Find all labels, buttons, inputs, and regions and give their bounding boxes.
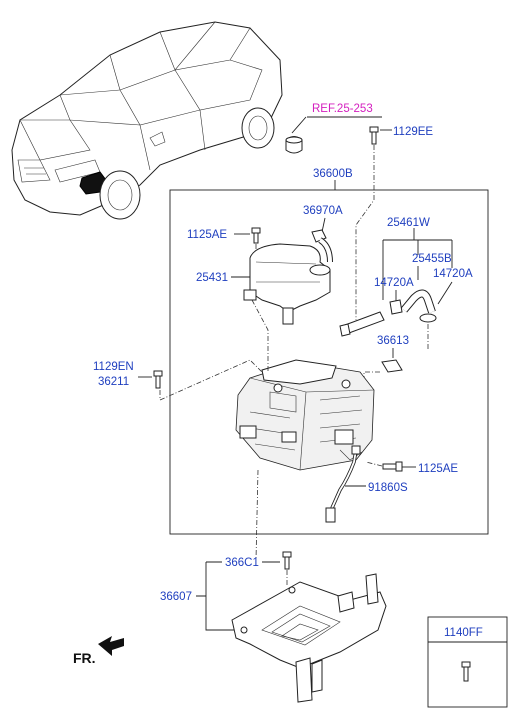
mounting-tray-36607	[231, 573, 387, 703]
hose-25455B	[400, 289, 436, 314]
label-1129EN[interactable]: 1129EN	[93, 361, 134, 373]
bolt-1125AE-top	[251, 227, 261, 244]
label-91860S[interactable]: 91860S	[368, 482, 408, 494]
coolant-reservoir-25431	[243, 243, 331, 325]
hose-36970A	[311, 229, 333, 263]
bolt-1129EN	[153, 370, 163, 389]
vehicle-illustration	[11, 21, 283, 220]
bolt-1129EE	[369, 126, 379, 145]
label-36607[interactable]: 36607	[160, 591, 192, 603]
label-36600B[interactable]: 36600B	[313, 168, 353, 180]
label-14720A-2[interactable]: 14720A	[433, 268, 473, 280]
bolt-1125AE-bottom	[382, 461, 403, 472]
bracket-36613	[381, 359, 403, 373]
label-1129EE[interactable]: 1129EE	[393, 126, 433, 138]
ref-label[interactable]: REF.25-253	[312, 103, 373, 115]
label-36613[interactable]: 36613	[377, 335, 409, 347]
label-14720A-1[interactable]: 14720A	[374, 277, 414, 289]
label-25455B[interactable]: 25455B	[412, 253, 452, 265]
clamp-14720A-2	[419, 313, 437, 323]
front-direction-label: FR.	[73, 650, 96, 666]
front-direction-arrow	[98, 636, 124, 656]
clamp-14720A-1	[389, 299, 403, 315]
label-36970A[interactable]: 36970A	[303, 205, 343, 217]
wiring-harness-91860S	[325, 445, 361, 523]
label-1125AE-top[interactable]: 1125AE	[187, 229, 227, 241]
label-25431[interactable]: 25431	[196, 272, 228, 284]
label-1125AE-bottom[interactable]: 1125AE	[418, 463, 458, 475]
screw-1140FF-icon	[461, 661, 471, 682]
legend-part-no[interactable]: 1140FF	[444, 627, 483, 639]
reservoir-cap	[285, 136, 303, 154]
inverter-assembly	[235, 359, 375, 471]
label-36211[interactable]: 36211	[98, 376, 129, 388]
assembly-frame	[169, 189, 489, 535]
hose-25461W	[339, 311, 385, 337]
legend-box: 1140FF	[427, 616, 508, 708]
label-366C1[interactable]: 366C1	[225, 557, 259, 569]
label-25461W[interactable]: 25461W	[387, 217, 430, 229]
bolt-366C1	[282, 551, 292, 570]
